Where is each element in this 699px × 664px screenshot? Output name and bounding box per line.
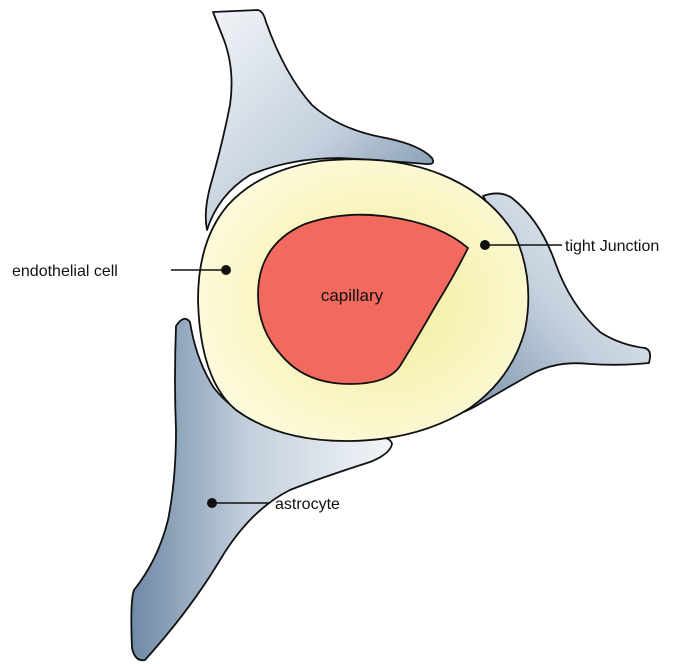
endothelial-cell-marker <box>221 265 231 275</box>
astrocyte-label: astrocyte <box>275 496 340 513</box>
tight-junction-marker <box>480 240 490 250</box>
astrocyte-marker <box>207 498 217 508</box>
capillary-label: capillary <box>321 286 384 305</box>
endothelial-cell-label: endothelial cell <box>12 263 118 280</box>
tight-junction-label: tight Junction <box>565 238 659 255</box>
